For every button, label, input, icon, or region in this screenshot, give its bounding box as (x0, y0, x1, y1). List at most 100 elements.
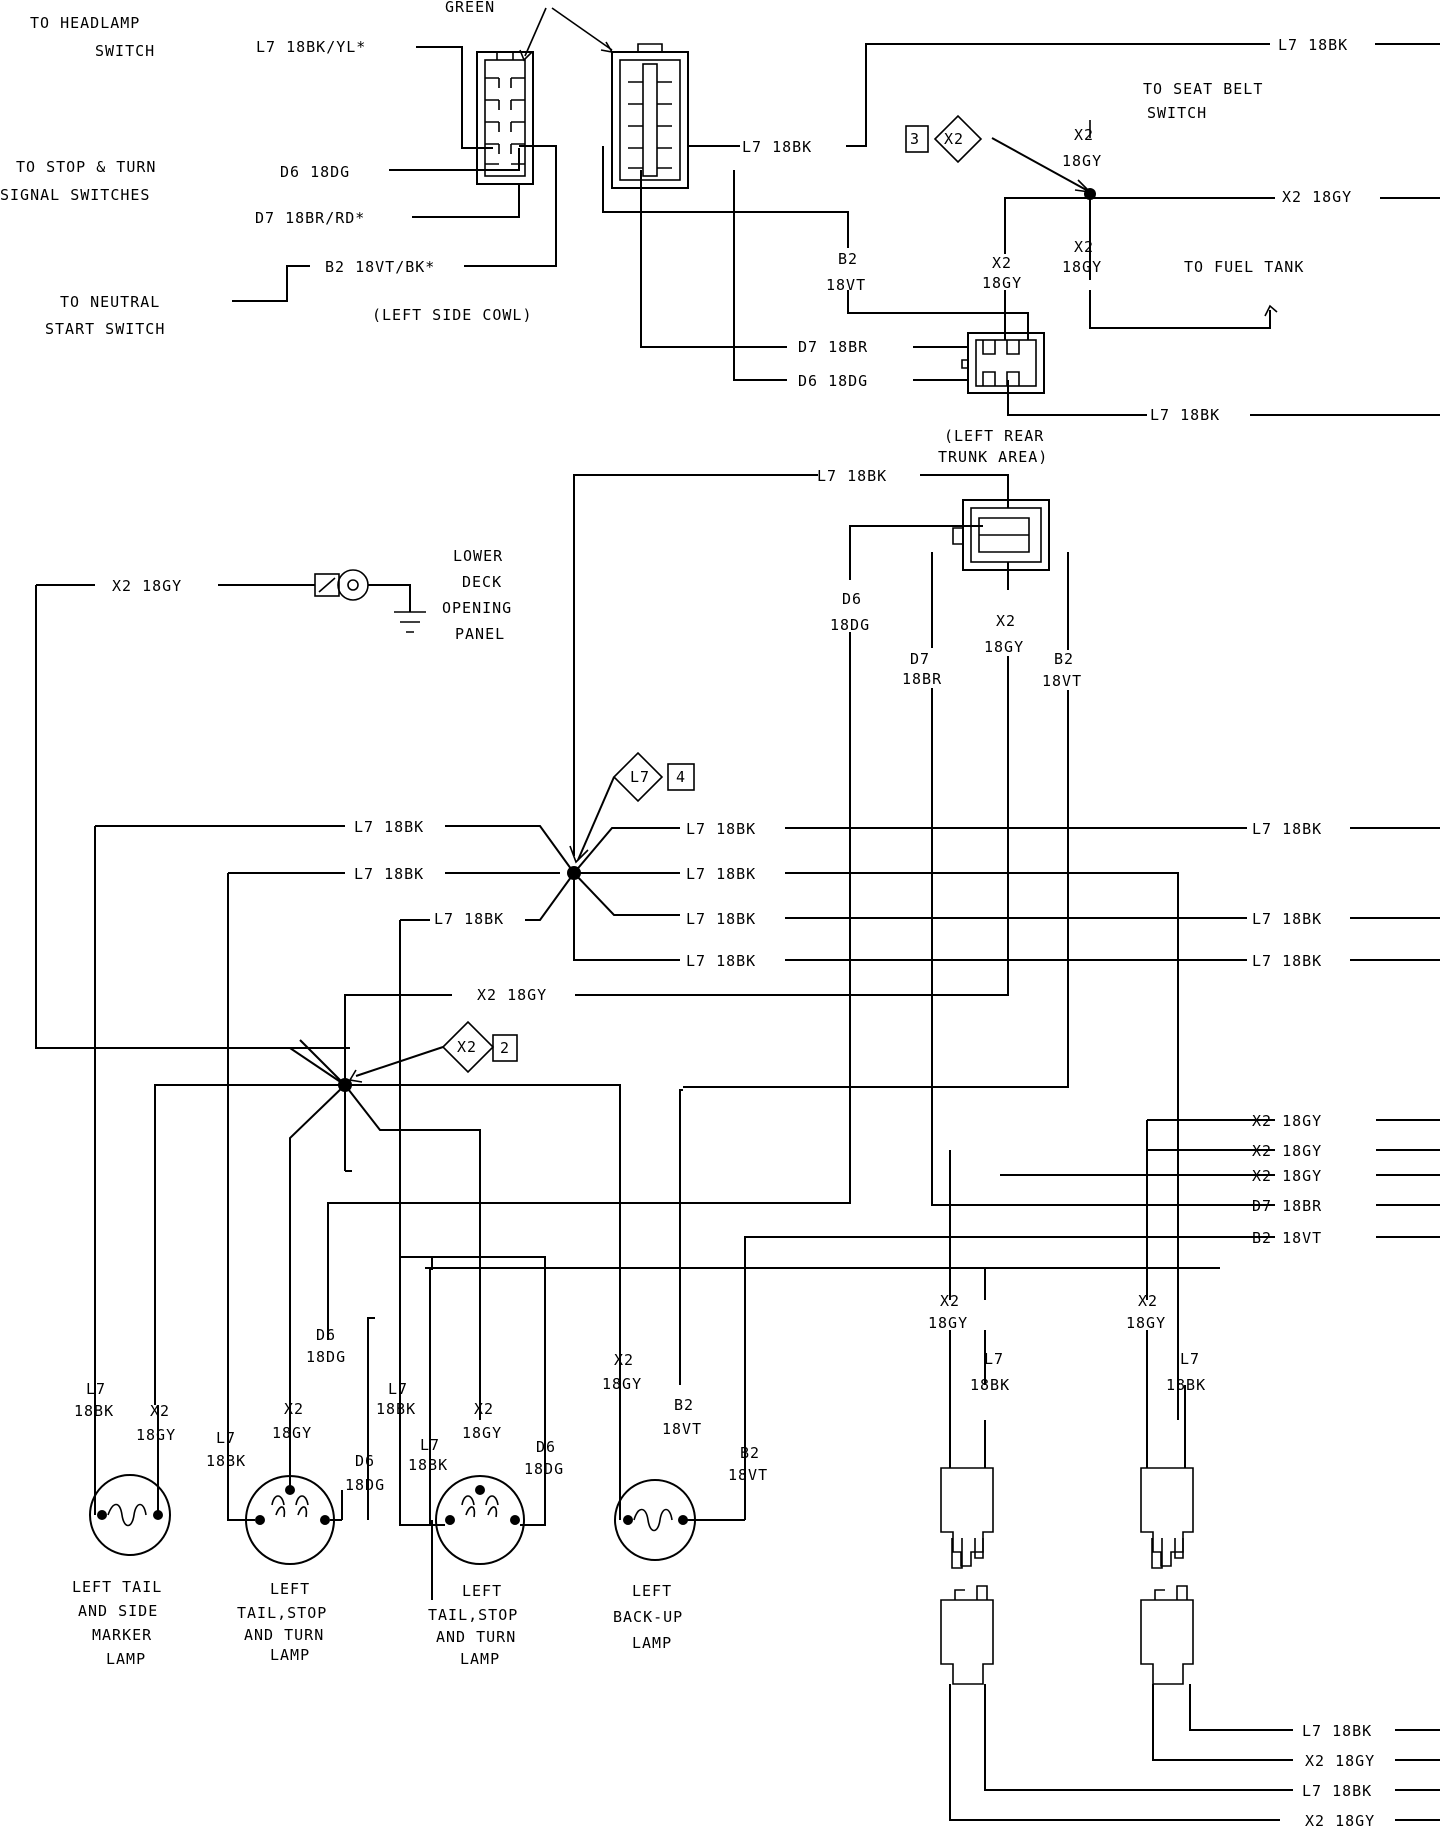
bottom-bus-4: X2 18GY (1305, 1812, 1375, 1830)
cowl-connector-b (611, 43, 689, 189)
wire-a-l7: L7 (86, 1380, 106, 1398)
wire-b-d6b: 18DG (345, 1476, 385, 1494)
x2-v2: 18GY (984, 638, 1024, 656)
lamp-4-line-1: LEFT (632, 1582, 672, 1600)
lower-deck-1: LOWER (453, 547, 503, 565)
wire-b-x2b: 18GY (272, 1424, 312, 1442)
bottom-bus-1: L7 18BK (1302, 1722, 1372, 1740)
splice-l7-num: 4 (676, 768, 686, 786)
x2-b-label: X2 (992, 254, 1012, 272)
l7-right-1: L7 18BK (686, 820, 756, 838)
d6-18dg-label: D6 18DG (798, 372, 868, 390)
wire-c-l7top: L7 (388, 1380, 408, 1398)
lower-deck-3: OPENING (442, 599, 512, 617)
wire-d-b2b: 18VT (662, 1420, 702, 1438)
headlamp-label-1: TO HEADLAMP (30, 14, 140, 32)
wire-p2-l7b: 18BK (1166, 1376, 1206, 1394)
splice-l7-4 (612, 751, 695, 803)
splice-l7-id: L7 (630, 768, 650, 786)
fuel-tank-label: TO FUEL TANK (1184, 258, 1304, 276)
x2-v1: X2 (996, 612, 1016, 630)
neutral-label-1: TO NEUTRAL (60, 293, 160, 311)
l7-left-3: L7 18BK (434, 910, 504, 928)
neutral-label-2: START SWITCH (45, 320, 165, 338)
lamp-3-line-4: LAMP (460, 1650, 500, 1668)
l7-top-run-label: L7 18BK (817, 467, 887, 485)
b2-wire-label: B2 18VT/BK* (325, 258, 435, 276)
lamp-1-line-1: LEFT TAIL (72, 1578, 162, 1596)
wire-a-l7b: 18BK (74, 1402, 114, 1420)
d7-v2: 18BR (902, 670, 942, 688)
splice-x2-num: 2 (500, 1039, 510, 1057)
wire-b-d6: D6 (355, 1452, 375, 1470)
green-label: GREEN (445, 0, 495, 16)
d6-v2: 18DG (830, 616, 870, 634)
wire-p2-x2: X2 (1138, 1292, 1158, 1310)
d7-v1: D7 (910, 650, 930, 668)
splice-x2-id: X2 (457, 1038, 477, 1056)
top-l7-right-label: L7 18BK (1278, 36, 1348, 54)
wire-c-x2: X2 (474, 1400, 494, 1418)
trunk-connector-top (961, 332, 1045, 394)
l7-right-3: L7 18BK (686, 910, 756, 928)
bottom-bus-2: X2 18GY (1305, 1752, 1375, 1770)
x2-gy-run: X2 18GY (477, 986, 547, 1004)
l7-right-2: L7 18BK (686, 865, 756, 883)
wire-d-x2b: 18GY (602, 1375, 642, 1393)
right-bus-2: X2 18GY (1252, 1142, 1322, 1160)
lamp-2-line-1: LEFT (270, 1580, 310, 1598)
plug-connector-1 (940, 1467, 994, 1685)
lamp-1-line-3: MARKER (92, 1626, 152, 1644)
trunk-l7-label: L7 18BK (1150, 406, 1220, 424)
bottom-bus-3: L7 18BK (1302, 1782, 1372, 1800)
trunk-area-label-1: (LEFT REAR (944, 427, 1044, 445)
left-cowl-label: (LEFT SIDE COWL) (372, 306, 533, 324)
wire-p1-x2b: 18GY (928, 1314, 968, 1332)
stopturn-label-1: TO STOP & TURN (16, 158, 156, 176)
wire-a-x2: X2 (150, 1402, 170, 1420)
lamp-3-line-3: AND TURN (436, 1628, 516, 1646)
wire-b-l7b: 18BK (206, 1452, 246, 1470)
d7-18br-label: D7 18BR (798, 338, 868, 356)
cowl-connector-a (476, 51, 534, 185)
headlamp-wire-label: L7 18BK/YL* (256, 38, 366, 56)
l7-left-2: L7 18BK (354, 865, 424, 883)
d6-v1: D6 (842, 590, 862, 608)
lamp-tail-stop-turn-2 (399, 1390, 546, 1565)
wire-b-l7: L7 (216, 1429, 236, 1447)
wire-d-x2: X2 (614, 1351, 634, 1369)
b2-vert-label-2: 18VT (826, 276, 866, 294)
wire-p2-x2b: 18GY (1126, 1314, 1166, 1332)
right-bus-1: X2 18GY (1252, 1112, 1322, 1130)
headlamp-label-2: SWITCH (95, 42, 155, 60)
wire-p1-l7b: 18BK (970, 1376, 1010, 1394)
wire-c-d6b: 18DG (524, 1460, 564, 1478)
lamp-4-line-2: BACK-UP (613, 1608, 683, 1626)
conn-l7-label: L7 18BK (742, 138, 812, 156)
splice-x2-3-id: X2 (944, 130, 964, 148)
x2-c-label: X2 (1074, 238, 1094, 256)
right-bus-5: B2 18VT (1252, 1229, 1322, 1247)
lamp-2-line-4: LAMP (270, 1646, 310, 1664)
wire-c-l7: L7 (420, 1436, 440, 1454)
splice-x2-2 (441, 1020, 518, 1074)
l7-left-1: L7 18BK (354, 818, 424, 836)
wire-c-l7b: 18BK (408, 1456, 448, 1474)
wire-c-x2b: 18GY (462, 1424, 502, 1442)
l7-right-4: L7 18BK (686, 952, 756, 970)
wire-d-b2c: B2 (740, 1444, 760, 1462)
lamp-2-line-3: AND TURN (244, 1626, 324, 1644)
x2-a-label-2: 18GY (1062, 152, 1102, 170)
wire-c-d6top: D6 (316, 1326, 336, 1344)
right-bus-4: D7 18BR (1252, 1197, 1322, 1215)
lamp-2-line-2: TAIL,STOP (237, 1604, 327, 1622)
wire-b-x2: X2 (284, 1400, 304, 1418)
l7-edge-1: L7 18BK (1252, 820, 1322, 838)
trunk-connector-lower (952, 499, 1050, 571)
lamp-tail-stop-turn-1 (227, 1475, 342, 1565)
seatbelt-label-1: TO SEAT BELT (1143, 80, 1263, 98)
wire-c-l7topb: 18BK (376, 1400, 416, 1418)
stopturn-label-2: SIGNAL SWITCHES (0, 186, 150, 204)
plug-connector-2 (1140, 1467, 1194, 1685)
